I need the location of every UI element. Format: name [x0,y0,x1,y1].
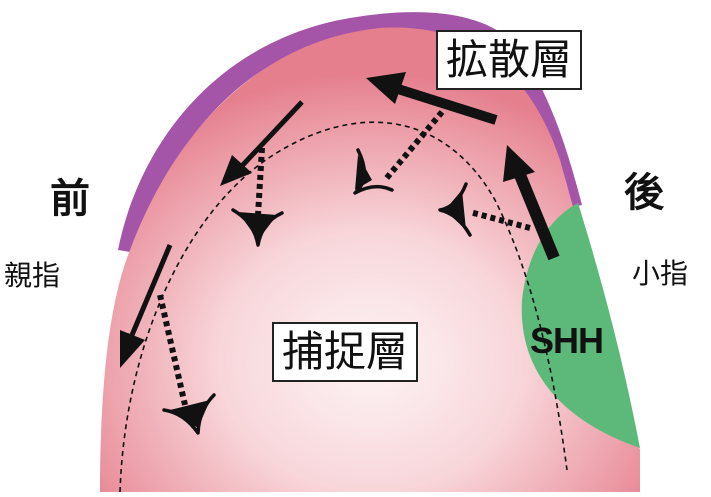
layer-boundary-dashed [119,121,568,493]
label-diffusion-layer: 拡散層 [436,30,583,90]
dotted-arrow-center [382,110,445,182]
arrow-shh-up-head [503,145,535,182]
arrow-main-top-head [366,72,406,104]
arrow-left-down-head [120,330,145,368]
solid-arrows [120,72,560,368]
arrow-left-down [129,244,173,336]
arrow-left-top-head [220,155,252,186]
dotted-arrow-left-bottom [157,294,188,406]
label-anterior: 前 [50,176,90,222]
arrow-shh-up [514,172,560,261]
label-posterior: 後 [624,170,664,216]
shh-zone [521,203,640,448]
label-shh: SHH [530,320,604,361]
label-capture-layer: 捕捉層 [272,322,419,382]
dotted-arrow-left-top [255,147,265,216]
outer-ectoderm-layer [118,12,582,253]
arrow-main-top [396,84,498,125]
dotted-arrows [157,110,531,406]
arrow-left-top [238,100,304,170]
label-thumb: 親指 [4,259,61,292]
label-little-finger: 小指 [632,257,689,290]
dotted-arrow-head-fills [170,155,466,428]
limb-bud-mesenchyme [100,27,640,492]
dotted-arrow-shh [469,209,531,231]
